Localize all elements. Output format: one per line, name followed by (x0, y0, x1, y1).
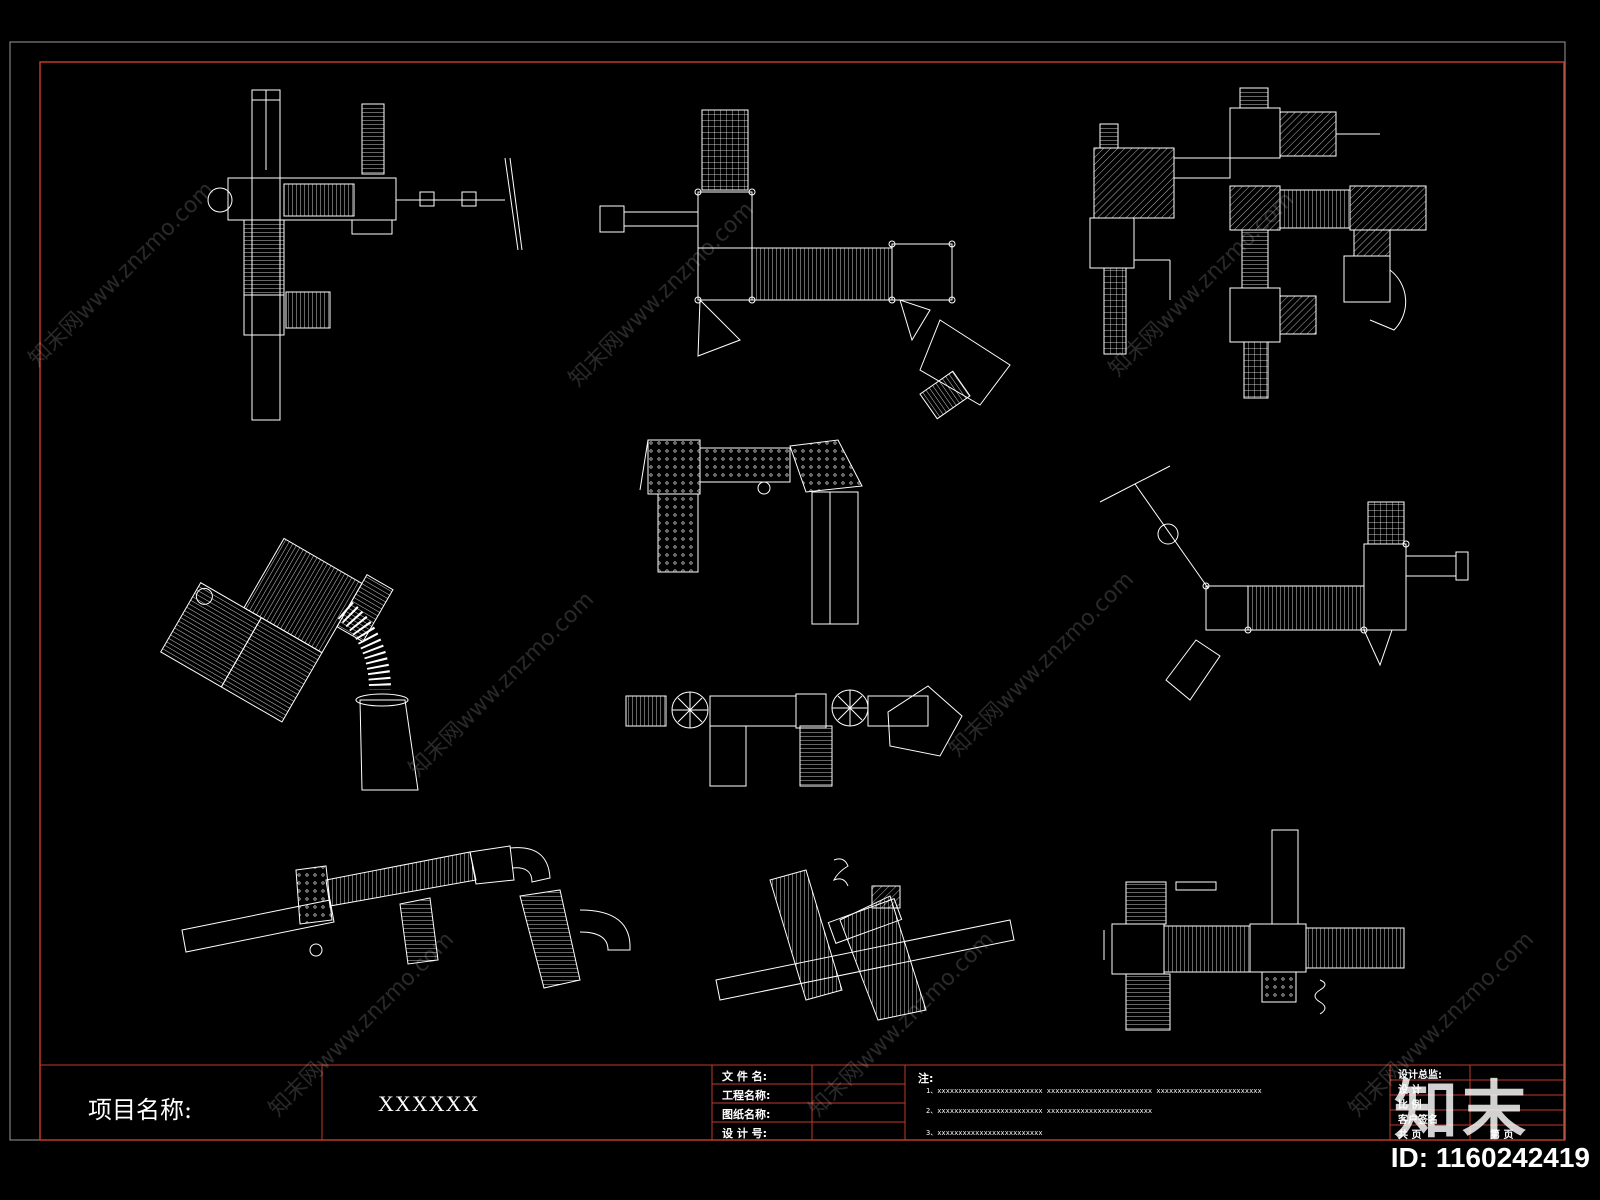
plan-6 (1099, 465, 1469, 701)
plan-7 (625, 685, 963, 787)
inner-frame (39, 61, 1565, 1141)
title-block-lines (40, 1064, 1564, 1140)
notes-label: 注: (918, 1072, 934, 1085)
watermark-logo: 知末 (1394, 1075, 1530, 1149)
plan-8 (181, 845, 631, 989)
field-drawing-name: 图纸名称: (722, 1108, 771, 1121)
plan-5 (639, 439, 863, 625)
note-2: 2、xxxxxxxxxxxxxxxxxxxxxxxxx xxxxxxxxxxxx… (926, 1107, 1153, 1115)
sign-design-director: 设计总监: (1398, 1070, 1442, 1081)
plan-9 (715, 858, 1015, 1021)
sign-scale: 比 例 (1398, 1100, 1422, 1111)
note-1: 1、xxxxxxxxxxxxxxxxxxxxxxxxx xxxxxxxxxxxx… (926, 1087, 1262, 1095)
field-file-name: 文 件 名: (722, 1070, 768, 1083)
plan-2 (599, 109, 1011, 420)
field-project-name: 工程名称: (722, 1089, 771, 1102)
plan-1 (207, 89, 523, 421)
image-id: ID: 1160242419 (1390, 1142, 1590, 1173)
page-number: 第 页 (1490, 1130, 1514, 1141)
plan-4 (160, 537, 394, 723)
project-name-label: 项目名称: (88, 1096, 193, 1124)
plan-10 (1103, 829, 1405, 1031)
sign-design: 设 计 (1398, 1085, 1422, 1096)
field-design-no: 设 计 号: (722, 1127, 768, 1140)
project-name-value: XXXXXX (378, 1091, 480, 1116)
note-3: 3、xxxxxxxxxxxxxxxxxxxxxxxxx (926, 1129, 1043, 1137)
plan-3 (1089, 87, 1427, 399)
sign-client: 客户签名 (1398, 1115, 1438, 1126)
total-pages: 共 页 (1398, 1130, 1422, 1141)
